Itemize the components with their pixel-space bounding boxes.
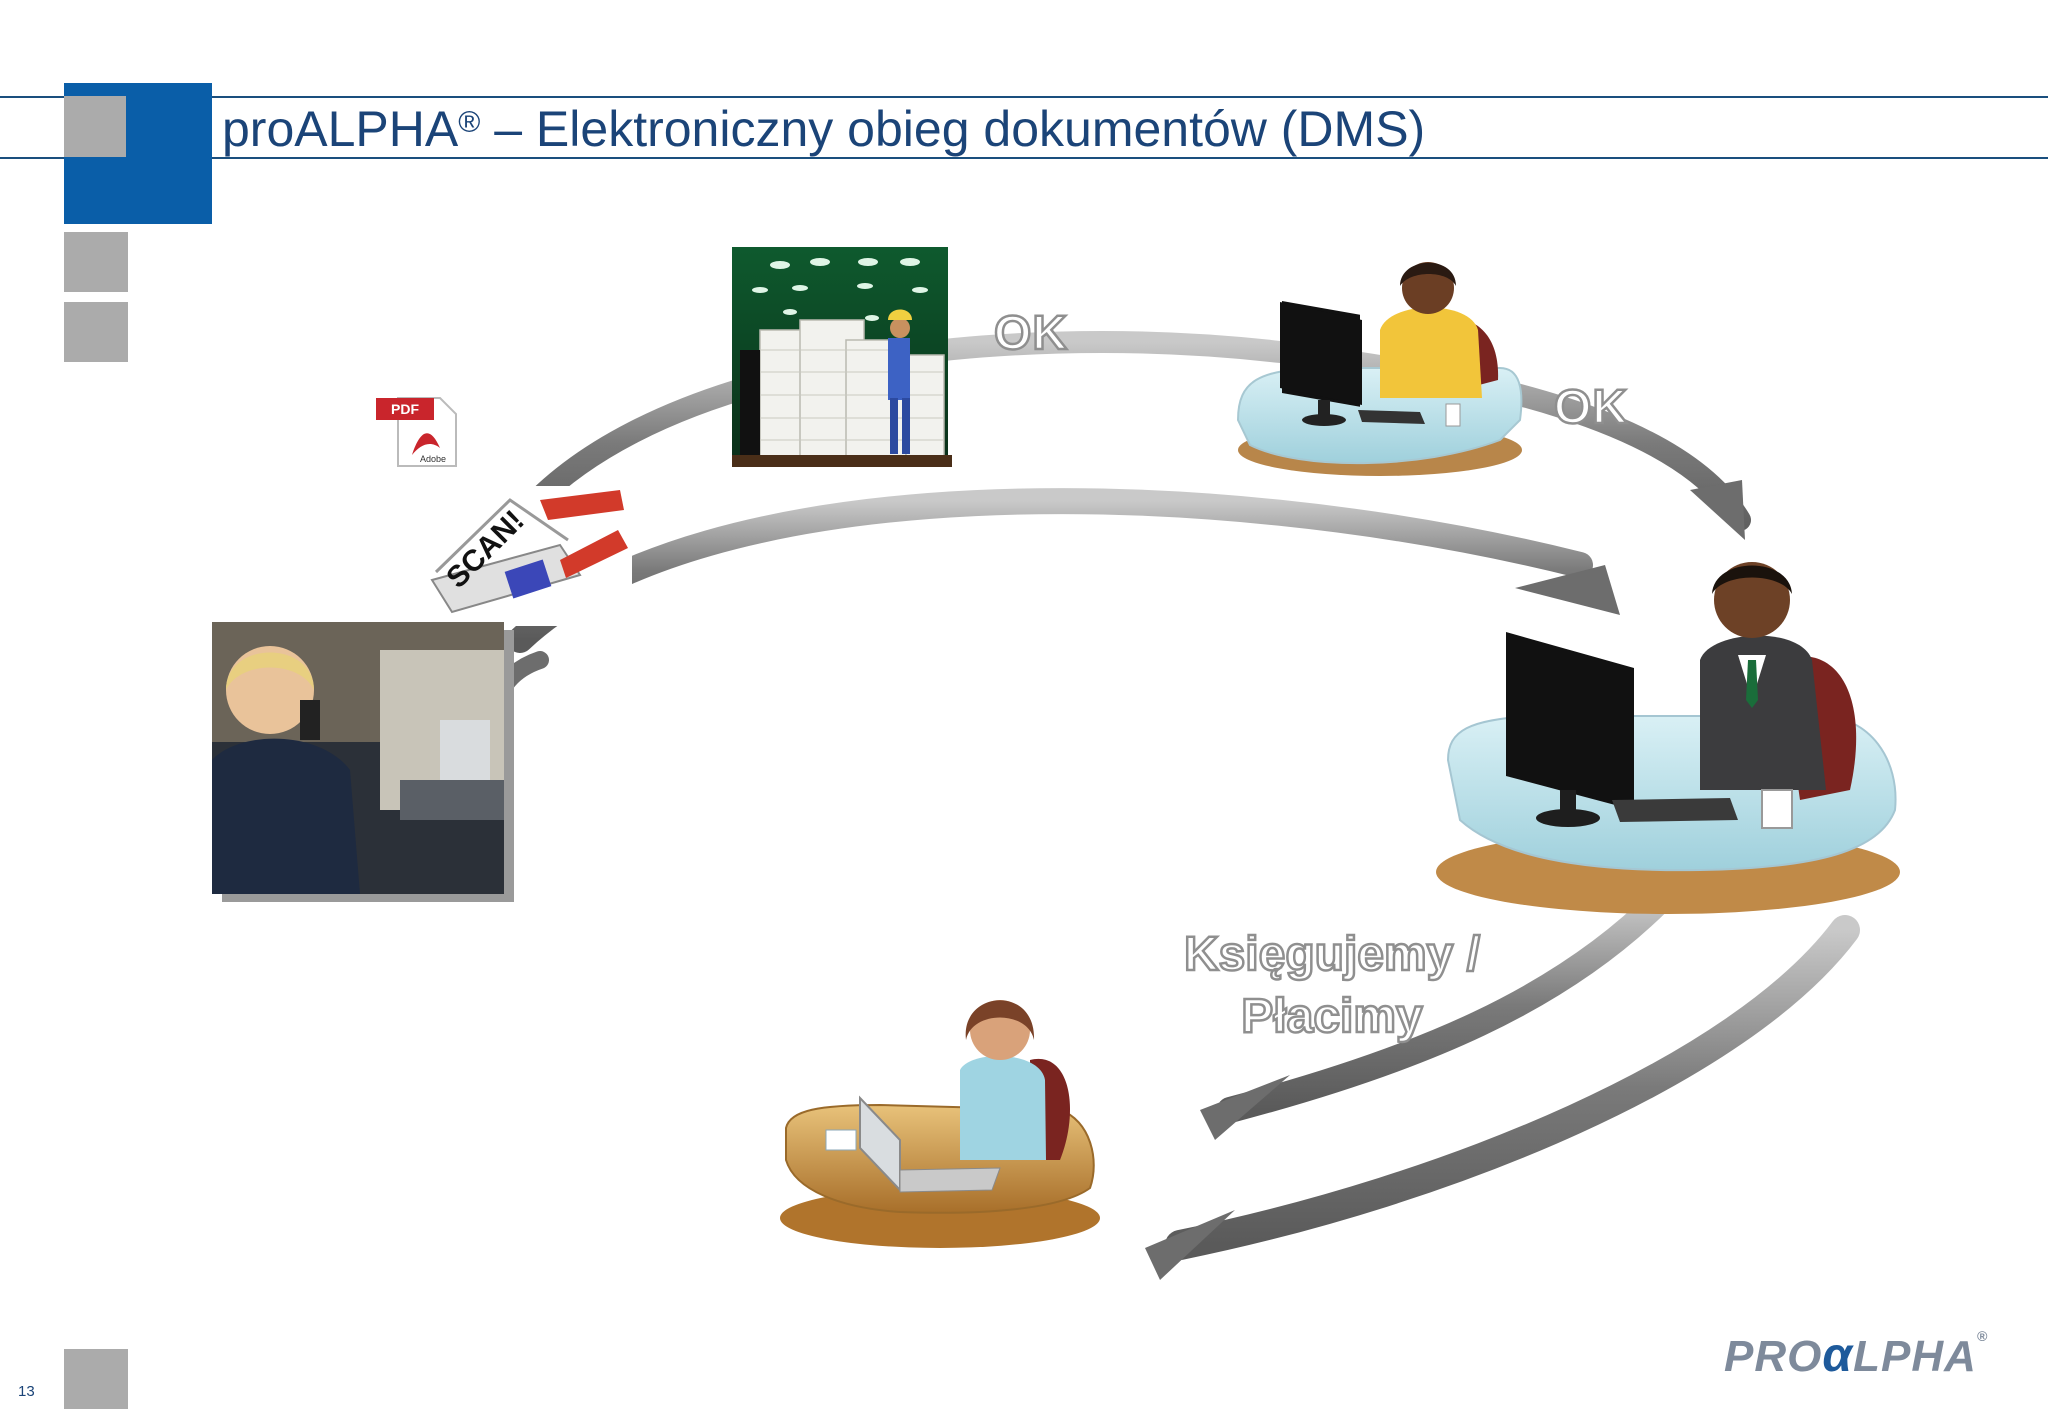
booking-label-line2: Płacimy: [1240, 989, 1424, 1045]
grey-square-1: [64, 96, 126, 157]
grey-square-3: [64, 302, 128, 362]
booking-payment-label: Księgujemy / Płacimy: [1142, 924, 1522, 1048]
slide-number: 13: [18, 1383, 35, 1400]
ok-label-right: OK: [1553, 380, 1629, 436]
page-title: proALPHA® – Elektroniczny obieg dokument…: [222, 100, 1425, 158]
grey-square-2: [64, 232, 128, 292]
arrow-bottom: [1145, 915, 1860, 1280]
approver-desk-top: [1236, 262, 1523, 476]
arrow-lower-left: [1200, 887, 1673, 1140]
title-reg: ®: [458, 106, 481, 139]
scanner-icon: SCAN!: [418, 486, 632, 626]
logo-reg: ®: [1976, 1328, 1989, 1344]
grey-square-footer: [64, 1349, 128, 1409]
accountant-desk-bottom: [780, 1000, 1100, 1248]
arrow-top: [489, 331, 1751, 556]
ok-label-top: OK: [993, 306, 1069, 362]
pdf-brand-text: Adobe: [420, 454, 446, 464]
pdf-icon: PDF Adobe: [376, 397, 457, 467]
approver-desk-right: [1436, 562, 1900, 914]
logo-lpha: LPHA: [1853, 1332, 1977, 1381]
header-line-top: [0, 96, 2048, 98]
header-line-bottom: [0, 157, 2048, 159]
booking-label-line1: Księgujemy /: [1183, 927, 1482, 983]
title-rest: – Elektroniczny obieg dokumentów (DMS): [480, 101, 1426, 157]
office-worker-photo: [212, 622, 514, 902]
warehouse-worker-image: [732, 247, 952, 467]
logo-alpha: α: [1822, 1329, 1854, 1382]
proalpha-logo: PROαLPHA®: [1724, 1328, 1994, 1384]
logo-pro: PRO: [1724, 1332, 1823, 1381]
arrow-middle: [507, 488, 1620, 653]
pdf-badge-text: PDF: [391, 401, 419, 417]
title-main: proALPHA: [222, 101, 459, 157]
